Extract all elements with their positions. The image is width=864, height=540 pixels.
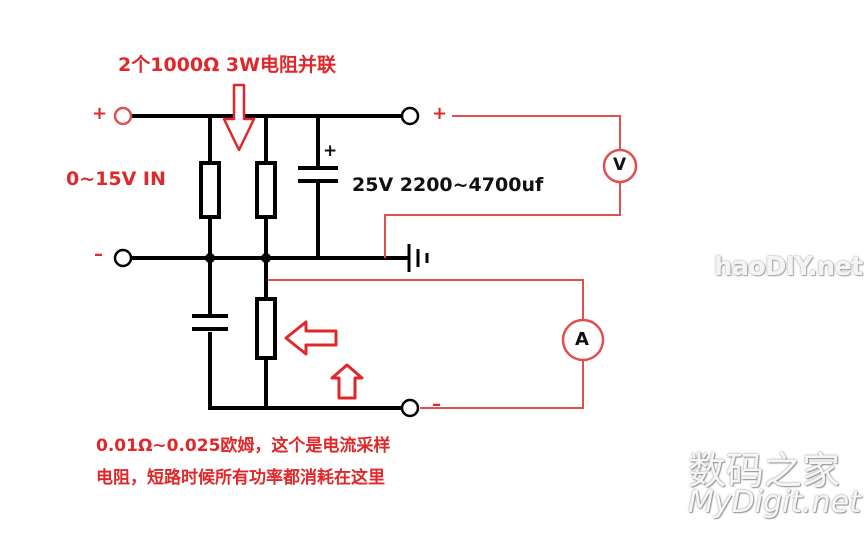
resistor-1 — [199, 161, 221, 219]
down-arrow-icon — [222, 83, 256, 152]
cap-plus-sign: + — [323, 141, 338, 161]
haodiy-watermark: haoDIY.net — [714, 252, 863, 282]
meter-wires — [268, 115, 621, 409]
voltmeter-letter: V — [613, 155, 627, 175]
lower-capacitor — [192, 314, 228, 332]
out-minus-sign: – — [432, 394, 441, 415]
sense-note-line1: 0.01Ω~0.025欧姆，这个是电流采样 — [96, 436, 391, 456]
mydigit-cn-watermark: 数码之家 — [688, 449, 841, 493]
terminal-in-minus — [113, 248, 133, 268]
ground-icon — [407, 244, 429, 272]
input-voltage-label: 0~15V IN — [66, 168, 166, 190]
voltmeter — [602, 148, 638, 184]
ammeter-letter: A — [575, 329, 589, 350]
sense-resistor — [255, 297, 277, 360]
out-plus-sign: + — [432, 103, 448, 124]
filter-capacitor — [298, 166, 338, 183]
resistor-2 — [255, 161, 277, 219]
left-arrow-icon — [284, 320, 338, 356]
up-arrow-icon — [330, 363, 364, 400]
ammeter — [561, 318, 605, 362]
circuit-wires — [129, 114, 410, 410]
in-plus-sign: + — [92, 103, 108, 124]
terminal-out-plus — [400, 106, 420, 126]
terminal-in-plus — [113, 106, 133, 126]
in-minus-sign: – — [94, 244, 103, 265]
capacitor-label: 25V 2200~4700uf — [352, 174, 544, 196]
junction-dots — [205, 253, 271, 263]
sense-note-line2: 电阻，短路时候所有功率都消耗在这里 — [96, 468, 385, 488]
resistor-note: 2个1000Ω 3W电阻并联 — [118, 54, 337, 76]
terminal-out-minus — [400, 398, 420, 418]
mydigit-en-watermark: MyDigit.net — [688, 485, 861, 520]
